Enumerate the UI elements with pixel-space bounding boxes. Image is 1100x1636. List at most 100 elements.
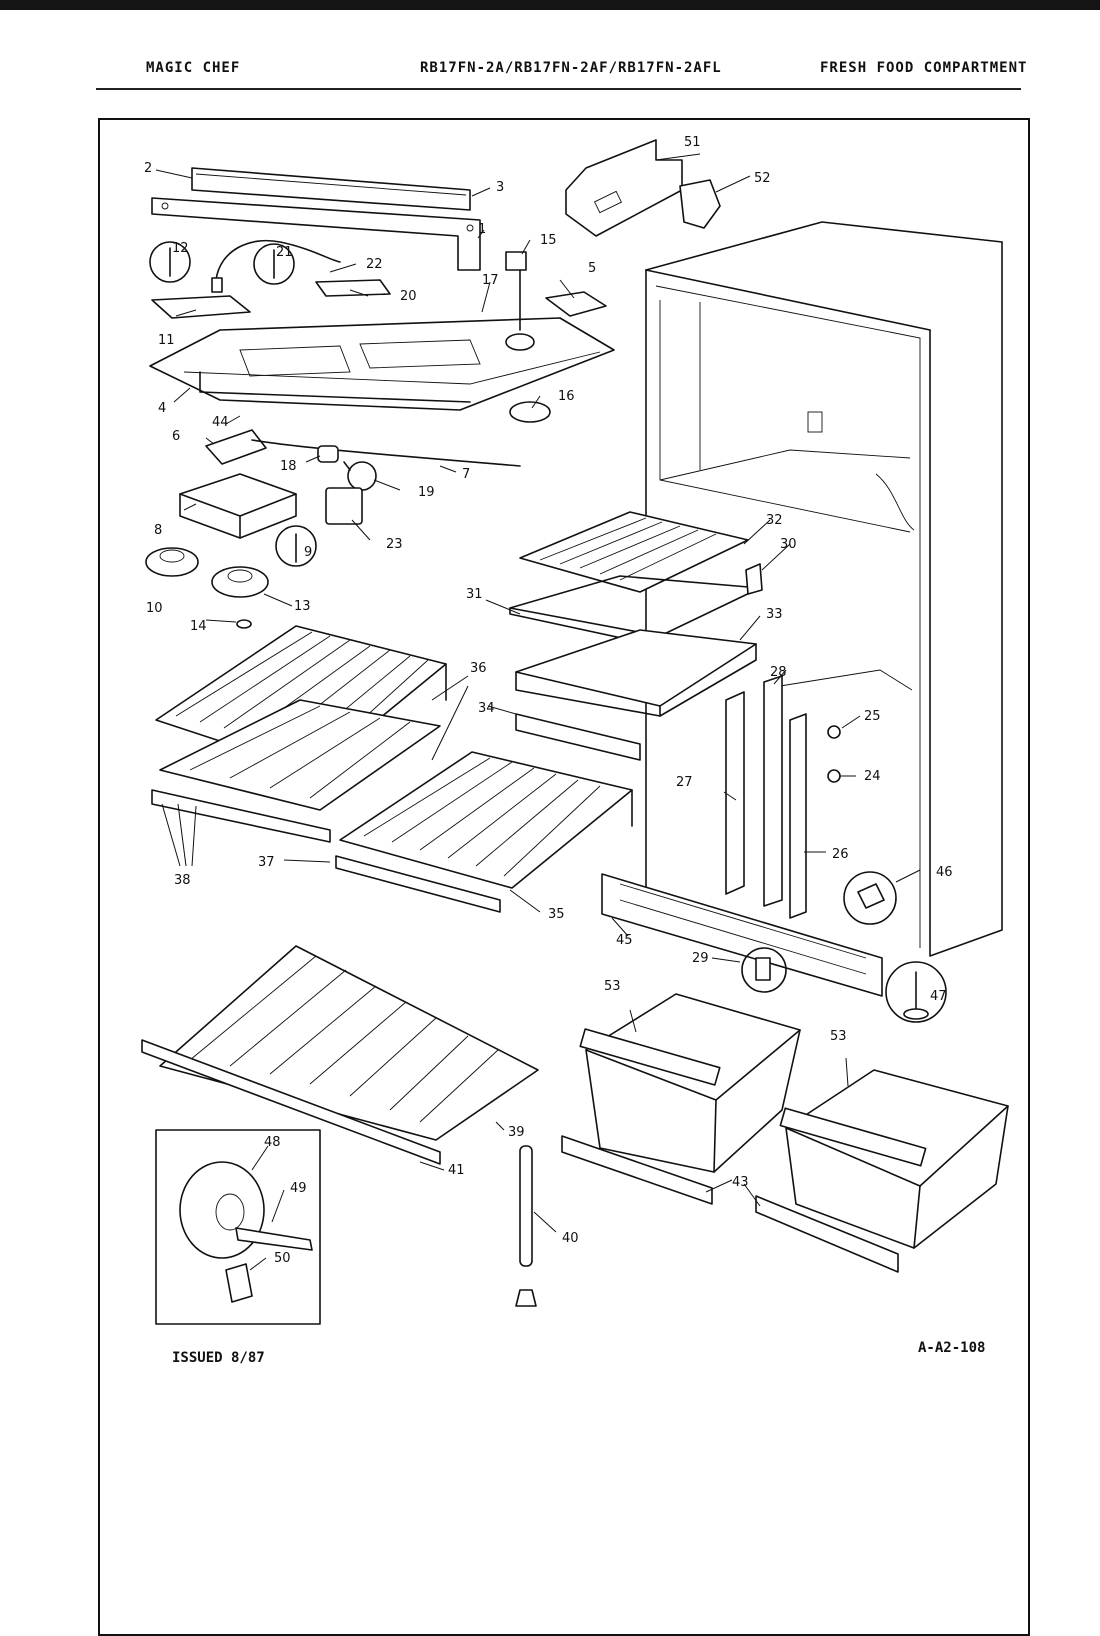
callout-19: 19 <box>418 485 435 500</box>
control-plate <box>565 139 683 237</box>
callout-39: 39 <box>508 1125 525 1140</box>
callout-52: 52 <box>754 171 771 186</box>
crisper-pan-53-right <box>779 1069 1009 1249</box>
shelf-trim-38 <box>151 789 331 843</box>
callout-49: 49 <box>290 1181 307 1196</box>
callout-13: 13 <box>294 599 311 614</box>
detail-circle-12 <box>149 241 191 283</box>
callout-44: 44 <box>212 415 229 430</box>
callout-11: 11 <box>158 333 175 348</box>
thermostat-knob-shaft <box>505 251 535 351</box>
issued-date: ISSUED 8/87 <box>172 1350 265 1366</box>
callout-12: 12 <box>172 241 189 256</box>
bracket-plate <box>151 295 251 319</box>
lamp-socket <box>317 445 339 463</box>
callout-47: 47 <box>930 989 947 1004</box>
control-box <box>179 473 297 539</box>
cover-frame-34 <box>515 713 641 761</box>
callout-1: 1 <box>478 222 486 237</box>
callout-45: 45 <box>616 933 633 948</box>
detail-circle-29 <box>741 947 787 993</box>
detail-circle-21 <box>253 243 295 285</box>
light-bulb <box>343 461 377 491</box>
control-bracket <box>151 197 481 271</box>
control-housing-panel <box>149 317 615 411</box>
callout-30: 30 <box>780 537 797 552</box>
callout-16: 16 <box>558 389 575 404</box>
callout-4: 4 <box>158 401 166 416</box>
shelf-support-30 <box>745 563 763 595</box>
callout-3: 3 <box>496 180 504 195</box>
callout-18: 18 <box>280 459 297 474</box>
scan-edge <box>0 0 1100 10</box>
callout-24: 24 <box>864 769 881 784</box>
shelf-trim-37 <box>335 855 501 913</box>
top-cover-strip <box>191 167 471 211</box>
callout-41: 41 <box>448 1163 465 1178</box>
callout-26: 26 <box>832 847 849 862</box>
glass-shelf-39 <box>159 945 539 1141</box>
light-switch <box>325 487 363 525</box>
control-mount <box>545 291 607 317</box>
callout-40: 40 <box>562 1231 579 1246</box>
callout-51: 51 <box>684 135 701 150</box>
callout-20: 20 <box>400 289 417 304</box>
callout-25: 25 <box>864 709 881 724</box>
shelf-trim-41 <box>141 1039 441 1165</box>
callout-31: 31 <box>466 587 483 602</box>
callout-34: 34 <box>478 701 495 716</box>
callout-32: 32 <box>766 513 783 528</box>
callout-22: 22 <box>366 257 383 272</box>
refrigerator-cabinet <box>645 221 1003 957</box>
callout-7: 7 <box>462 467 470 482</box>
callout-53-left: 53 <box>604 979 621 994</box>
callout-10: 10 <box>146 601 163 616</box>
callout-48: 48 <box>264 1135 281 1150</box>
leader-lines <box>155 153 921 1271</box>
callout-labels: 1 2 3 4 5 6 7 8 9 10 11 12 13 14 15 16 1… <box>144 135 953 1266</box>
crisper-cover-33 <box>515 629 757 717</box>
pan-track-43-right <box>755 1195 899 1273</box>
detail-circle-47 <box>885 961 947 1023</box>
callout-23: 23 <box>386 537 403 552</box>
callout-33: 33 <box>766 607 783 622</box>
wire-shelf-36-lower <box>159 699 441 811</box>
callout-28: 28 <box>770 665 787 680</box>
mounting-bracket <box>679 179 721 229</box>
callout-21: 21 <box>276 245 293 260</box>
brand-label: MAGIC CHEF <box>146 60 241 76</box>
toe-grille-45 <box>601 873 883 997</box>
callout-9: 9 <box>304 545 312 560</box>
glass-shelf-32 <box>519 511 749 593</box>
screw-24 <box>827 769 841 783</box>
callout-38: 38 <box>174 873 191 888</box>
control-knob-right <box>211 566 269 598</box>
screw-detail <box>275 525 317 567</box>
callout-15: 15 <box>540 233 557 248</box>
callout-37: 37 <box>258 855 275 870</box>
header-rule <box>96 88 1021 90</box>
section-title: FRESH FOOD COMPARTMENT <box>820 60 1028 76</box>
callout-53-right: 53 <box>830 1029 847 1044</box>
shelf-rail-28 <box>763 675 783 907</box>
callout-29: 29 <box>692 951 709 966</box>
detail-circle-46 <box>843 871 897 925</box>
callout-6: 6 <box>172 429 180 444</box>
cover-plate <box>315 279 391 297</box>
control-knob-left <box>145 547 199 577</box>
callout-14: 14 <box>190 619 207 634</box>
wire-shelf-35 <box>339 751 633 889</box>
document-number: A-A2-108 <box>918 1340 986 1356</box>
shelf-rail-26 <box>789 713 807 919</box>
callout-46: 46 <box>936 865 953 880</box>
pan-track-43-left <box>561 1135 713 1205</box>
callout-27: 27 <box>676 775 693 790</box>
callout-50: 50 <box>274 1251 291 1266</box>
callout-35: 35 <box>548 907 565 922</box>
model-numbers: RB17FN-2A/RB17FN-2AF/RB17FN-2AFL <box>420 60 722 76</box>
exploded-parts-diagram: 1 2 3 4 5 6 7 8 9 10 11 12 13 14 15 16 1… <box>141 135 1009 1325</box>
crisper-pan-53-left <box>579 993 801 1173</box>
shelf-rail-27 <box>725 691 745 895</box>
leveling-leg-40 <box>515 1145 537 1307</box>
callout-36: 36 <box>470 661 487 676</box>
